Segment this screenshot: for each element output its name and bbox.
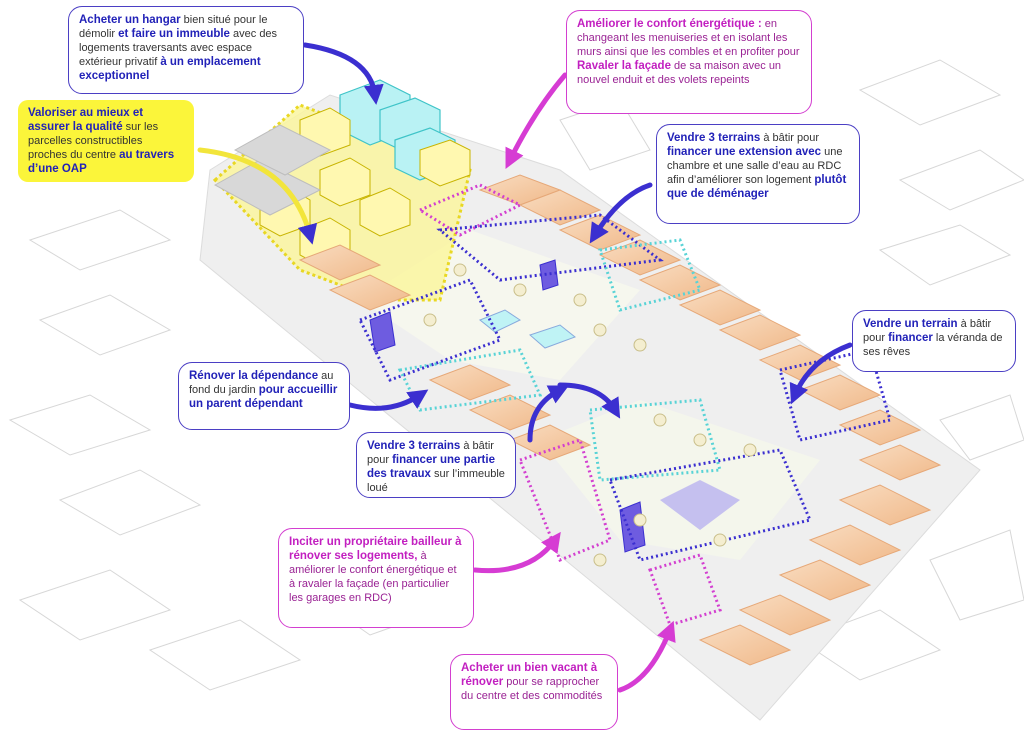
callout-confort-text-1: en changeant les menuiseries et en isola… bbox=[577, 18, 800, 58]
arrow-travaux-1 bbox=[527, 385, 569, 443]
callout-hangar-text-2: avec des logements traversants avec espa… bbox=[79, 28, 278, 68]
callout-extension-bold-3: plutôt que de déménager bbox=[667, 174, 847, 200]
callout-bailleur-bold-1: Inciter un propriétaire bailleur à rénov… bbox=[289, 536, 462, 562]
lower-parcel-purple bbox=[660, 480, 740, 530]
callout-valoriser-text-1: sur les parcelles constructibles proches… bbox=[28, 121, 159, 161]
callout-valoriser-bold-1: Valoriser au mieux et assurer la qualité bbox=[28, 107, 144, 133]
callout-confort-bold-2: Ravaler la façade bbox=[577, 60, 671, 72]
swimming-pool-1 bbox=[479, 309, 522, 333]
arrow-valoriser bbox=[197, 147, 318, 245]
callout-extension: Vendre 3 terrains à bâtir pour financer … bbox=[656, 124, 860, 224]
callout-extension-text-2: une chambre et une salle d’eau au RDC af… bbox=[667, 146, 843, 186]
callout-dependance-bold-2: pour accueillir un parent dépendant bbox=[189, 384, 338, 410]
callout-extension-bold-2: financer une extension avec bbox=[667, 146, 822, 158]
callout-dependance-text-1: au fond du jardin bbox=[189, 370, 334, 396]
callout-hangar-bold-1: Acheter un hangar bbox=[79, 14, 181, 26]
arrow-travaux-2 bbox=[557, 382, 621, 419]
callout-bailleur-text-1: à améliorer le confort énergétique et à … bbox=[289, 550, 457, 604]
callout-valoriser-bold-2: au travers d’une OAP bbox=[28, 149, 175, 175]
callout-valoriser: Valoriser au mieux et assurer la qualité… bbox=[18, 100, 194, 182]
callout-veranda-bold-1: Vendre un terrain bbox=[863, 318, 958, 330]
callout-extension-bold-1: Vendre 3 terrains bbox=[667, 132, 761, 144]
callout-confort-bold-1: Améliorer le confort énergétique : bbox=[577, 18, 762, 30]
callout-confort-text-2: de sa maison avec un nouvel enduit et de… bbox=[577, 60, 782, 86]
callout-travaux: Vendre 3 terrains à bâtir pour financer … bbox=[356, 432, 516, 498]
arrow-veranda bbox=[789, 342, 853, 405]
arrow-dependance bbox=[347, 389, 429, 411]
callout-travaux-text-2: sur l’immeuble loué bbox=[367, 468, 505, 494]
callout-extension-text-1: à bâtir pour bbox=[760, 132, 820, 144]
callout-vacant: Acheter un bien vacant à rénover pour se… bbox=[450, 654, 618, 730]
callout-hangar-text-1: bien situé pour le démolir bbox=[79, 14, 268, 40]
callout-veranda: Vendre un terrain à bâtir pour financer … bbox=[852, 310, 1016, 372]
callout-vacant-text-1: pour se rapprocher du centre et des comm… bbox=[461, 676, 603, 702]
callout-confort: Améliorer le confort énergétique : en ch… bbox=[566, 10, 812, 114]
callout-dependance: Rénover la dépendance au fond du jardin … bbox=[178, 362, 350, 430]
callout-veranda-bold-2: financer bbox=[888, 332, 933, 344]
swimming-pool-2 bbox=[529, 324, 577, 349]
callout-travaux-bold-2: financer une partie des travaux bbox=[367, 454, 495, 480]
arrow-bailleur bbox=[472, 531, 561, 574]
arrow-vacant bbox=[617, 620, 676, 693]
callout-veranda-text-2: la véranda de ses rêves bbox=[863, 332, 1003, 358]
trees bbox=[423, 263, 757, 567]
callout-vacant-bold-1: Acheter un bien vacant à rénover bbox=[461, 662, 598, 688]
callout-hangar-bold-3: à un emplacement exceptionnel bbox=[79, 56, 261, 82]
arrow-confort bbox=[505, 72, 568, 169]
callout-travaux-bold-1: Vendre 3 terrains bbox=[367, 440, 461, 452]
callout-arrows bbox=[197, 42, 853, 693]
arrow-extension bbox=[589, 182, 653, 244]
callout-bailleur: Inciter un propriétaire bailleur à rénov… bbox=[278, 528, 474, 628]
callout-travaux-text-1: à bâtir pour bbox=[367, 440, 494, 466]
garden-area-lower bbox=[540, 400, 820, 560]
callout-dependance-bold-1: Rénover la dépendance bbox=[189, 370, 319, 382]
callout-veranda-text-1: à bâtir pour bbox=[863, 318, 992, 344]
arrow-hangar bbox=[302, 42, 384, 105]
callout-hangar: Acheter un hangar bien situé pour le dém… bbox=[68, 6, 304, 94]
callout-hangar-bold-2: et faire un immeuble bbox=[118, 28, 230, 40]
